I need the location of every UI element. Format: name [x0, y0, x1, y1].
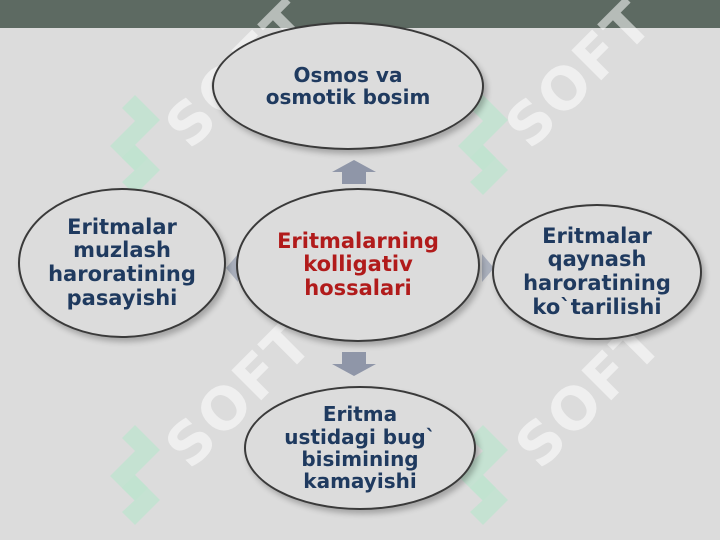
- arrow-left-icon: [226, 254, 238, 282]
- node-bottom: Eritma ustidagi bug` bisimining kamayish…: [244, 386, 476, 510]
- watermark-logo-icon: [110, 425, 160, 525]
- watermark-logo-icon: [110, 95, 160, 195]
- node-right-label: Eritmalar qaynash haroratining ko`tarili…: [523, 223, 671, 319]
- node-center-label: Eritmalarning kolligativ hossalari: [277, 228, 439, 300]
- node-top: Osmos va osmotik bosim: [212, 22, 484, 150]
- node-left-label: Eritmalar muzlash haroratining pasayishi: [48, 214, 196, 310]
- node-center: Eritmalarning kolligativ hossalari: [236, 188, 480, 342]
- arrow-right-icon: [482, 254, 494, 282]
- arrow-down-icon: [332, 352, 376, 376]
- arrow-up-icon: [332, 160, 376, 184]
- node-top-label: Osmos va osmotik bosim: [265, 62, 431, 109]
- node-left: Eritmalar muzlash haroratining pasayishi: [18, 188, 226, 338]
- node-right: Eritmalar qaynash haroratining ko`tarili…: [492, 204, 702, 340]
- node-bottom-label: Eritma ustidagi bug` bisimining kamayish…: [284, 402, 436, 494]
